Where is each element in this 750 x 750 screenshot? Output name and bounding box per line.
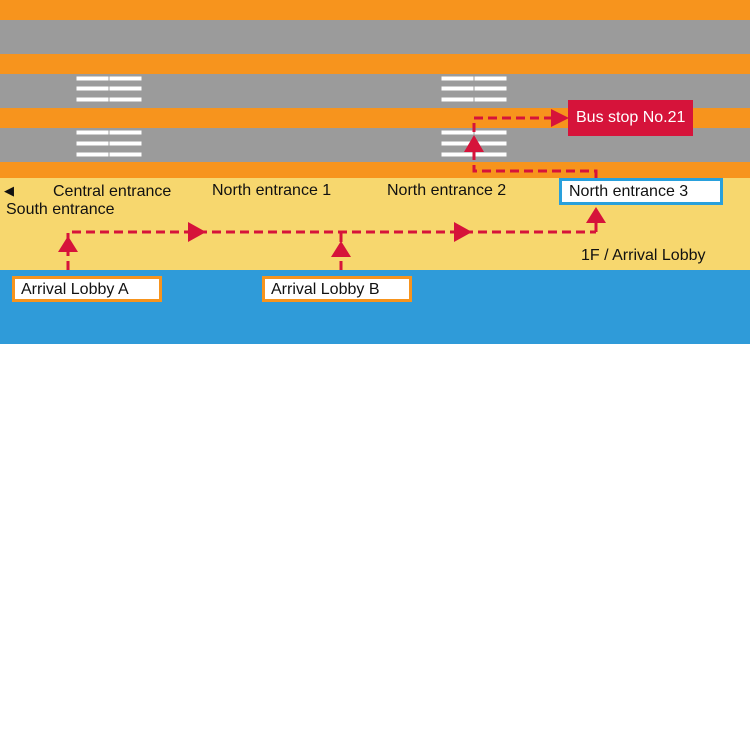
bus-stop-label: Bus stop No.21 (568, 100, 694, 136)
median-strip (0, 108, 750, 128)
median-strip (0, 54, 750, 74)
arrival-lobby-b-label: Arrival Lobby B (262, 276, 412, 302)
north-entrance-3-label: North entrance 3 (559, 178, 723, 205)
crosswalk-right-upper (440, 75, 508, 103)
route-arrow-up (464, 135, 484, 152)
airport-arrival-map: ◀ South entrance Central entrance North … (0, 0, 750, 344)
central-entrance-label: Central entrance (53, 183, 172, 200)
route-arrow-up (58, 236, 78, 252)
median-strip (0, 162, 750, 178)
crosswalk-left-lower (75, 129, 143, 158)
route-arrow-right (551, 109, 569, 127)
crosswalk-left-upper (75, 75, 143, 103)
north-entrance-2-label: North entrance 2 (387, 182, 507, 199)
route-main-corridor (66, 230, 596, 270)
crosswalks (75, 75, 508, 158)
route-arrow-right (188, 222, 206, 242)
road-lane (0, 20, 750, 54)
route-to-bus-stop (472, 116, 598, 178)
route-arrow-up (586, 207, 606, 223)
route-arrow-up (331, 241, 351, 257)
walking-route (58, 109, 606, 270)
median-strip (0, 0, 750, 20)
floor-label: 1F / Arrival Lobby (581, 247, 706, 264)
north-entrance-1-label: North entrance 1 (212, 182, 332, 199)
route-arrow-right (454, 222, 472, 242)
south-arrow-icon: ◀ (4, 183, 14, 198)
arrival-lobby-a-label: Arrival Lobby A (12, 276, 162, 302)
south-entrance-label: South entrance (6, 201, 115, 218)
